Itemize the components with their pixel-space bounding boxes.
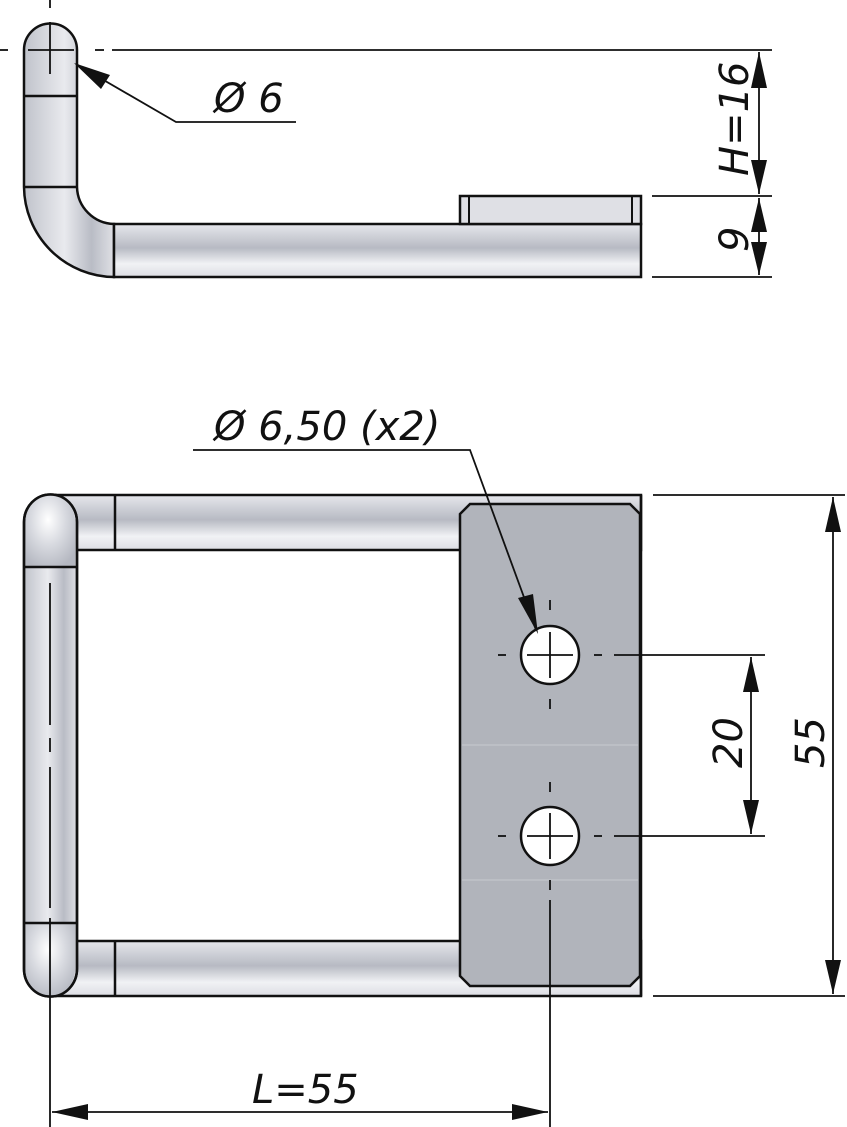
top-view: Ø 6,50 (x2) 20 55 L=55 [22,404,845,1127]
mounting-hole-lower [498,782,602,1127]
hole-spacing-label: 20 [706,717,752,768]
side-plate [458,194,643,226]
length-label: L=55 [252,1067,359,1113]
plate-thickness-label: 9 [712,227,758,252]
mounting-hole-upper [498,600,602,709]
side-rod-horizontal [112,222,643,279]
height-dimension-label: H=16 [712,62,758,177]
side-rod-vertical [22,22,116,279]
overall-width-label: 55 [788,717,834,768]
rod-diameter-label: Ø 6 [212,76,284,122]
hole-diameter-label: Ø 6,50 (x2) [212,404,440,450]
side-view: H=16 9 Ø 6 [0,0,772,279]
